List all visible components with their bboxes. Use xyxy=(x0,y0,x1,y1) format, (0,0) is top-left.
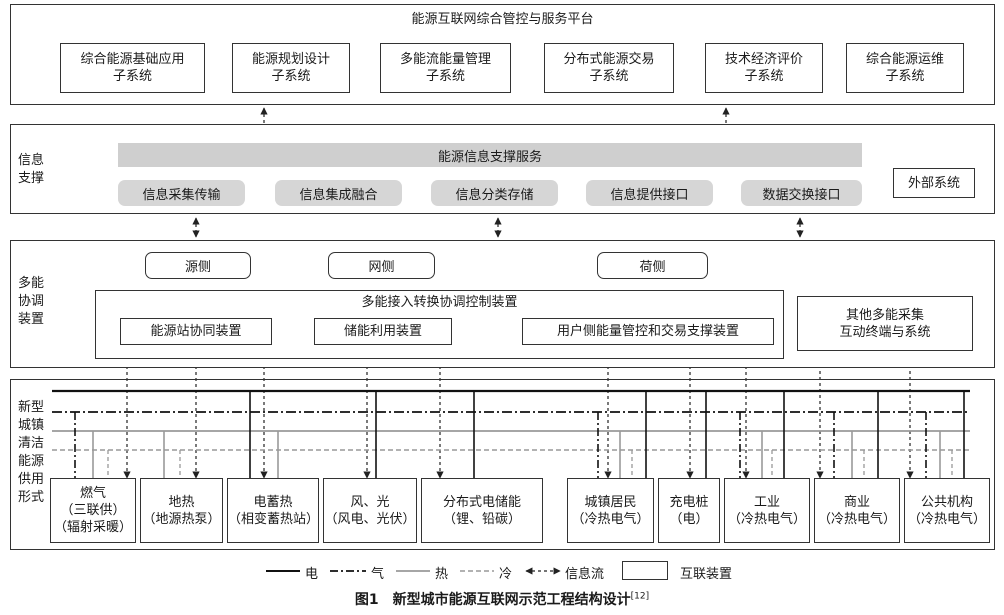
multi-energy-control-title: 多能接入转换协调控制装置 xyxy=(361,295,518,310)
form-title: 燃气 xyxy=(79,486,106,501)
info-item-storage[interactable]: 信息分类存储 xyxy=(431,180,558,206)
energy-station-coord-device[interactable]: 能源站协同装置 xyxy=(120,318,272,345)
legend-heat: 热 xyxy=(435,567,449,582)
form-detail: （电） xyxy=(669,511,709,527)
info-flow-mid-arrows xyxy=(192,217,804,238)
load-side-box[interactable]: 荷侧 xyxy=(597,252,708,279)
form-title: 风、光 xyxy=(350,494,390,510)
subsystem-suffix: 子系统 xyxy=(744,69,784,84)
form-title: 分布式电储能 xyxy=(442,494,521,510)
subsystem-name: 能源规划设计 xyxy=(251,52,330,67)
subsystem-suffix: 子系统 xyxy=(271,69,311,84)
form-commerce[interactable]: 商业 （冷热电气） xyxy=(814,478,900,543)
subsystem-suffix: 子系统 xyxy=(589,69,629,84)
legend-device: 互联装置 xyxy=(680,567,733,582)
subsystem-distributed-trading[interactable]: 分布式能源交易 子系统 xyxy=(544,43,674,93)
form-title: 地热 xyxy=(168,494,195,510)
subsystem-basic-application[interactable]: 综合能源基础应用 子系统 xyxy=(60,43,205,93)
info-item-collection[interactable]: 信息采集传输 xyxy=(118,180,245,206)
storage-utilization-device[interactable]: 储能利用装置 xyxy=(314,318,452,345)
legend-device-swatch xyxy=(622,561,668,580)
bus-drops xyxy=(74,391,965,478)
form-title: 城镇居民 xyxy=(584,494,637,510)
subsystem-suffix: 子系统 xyxy=(885,69,925,84)
energy-forms-label: 新型城镇清洁能源供用形式 xyxy=(18,400,45,505)
form-detail: （冷热电气） xyxy=(817,511,896,527)
form-detail: （风电、光伏） xyxy=(324,511,416,527)
form-detail: （地源热泵） xyxy=(142,511,221,527)
form-public-institution[interactable]: 公共机构 （冷热电气） xyxy=(904,478,990,543)
form-detail: （三联供） xyxy=(60,503,126,518)
figure-caption: 图1 新型城市能源互联网示范工程结构设计[12] xyxy=(0,589,1004,609)
subsystem-name: 多能流能量管理 xyxy=(399,52,491,67)
energy-buses xyxy=(52,389,970,451)
info-item-integration[interactable]: 信息集成融合 xyxy=(275,180,402,206)
legend-electric: 电 xyxy=(305,567,319,582)
subsystem-name: 综合能源基础应用 xyxy=(80,52,185,67)
form-wind-solar[interactable]: 风、光 （风电、光伏） xyxy=(323,478,417,543)
subsystem-multi-energy-management[interactable]: 多能流能量管理 子系统 xyxy=(380,43,511,93)
form-title: 电蓄热 xyxy=(253,494,293,510)
form-title: 公共机构 xyxy=(920,494,973,510)
grid-side-box[interactable]: 网侧 xyxy=(328,252,435,279)
form-charging-pile[interactable]: 充电桩 （电） xyxy=(658,478,720,543)
form-distributed-storage[interactable]: 分布式电储能 （锂、铅碳） xyxy=(421,478,543,543)
energy-forms-panel xyxy=(10,379,995,550)
subsystem-suffix: 子系统 xyxy=(112,69,152,84)
external-system-box[interactable]: 外部系统 xyxy=(893,168,975,198)
form-title: 商业 xyxy=(843,494,870,510)
info-flow-bottom-arrows xyxy=(123,347,914,479)
subsystem-name: 技术经济评价 xyxy=(724,52,803,67)
form-detail: （辐射采暖） xyxy=(53,520,132,535)
form-residents[interactable]: 城镇居民 （冷热电气） xyxy=(567,478,654,543)
subsystem-operations[interactable]: 综合能源运维 子系统 xyxy=(846,43,964,93)
subsystem-name: 综合能源运维 xyxy=(865,52,944,67)
form-industry[interactable]: 工业 （冷热电气） xyxy=(724,478,810,543)
other-terminal-line1: 其他多能采集 xyxy=(845,307,924,323)
source-side-box[interactable]: 源侧 xyxy=(145,252,251,279)
coordination-label: 多能协调装置 xyxy=(18,276,45,327)
subsystem-suffix: 子系统 xyxy=(425,69,465,84)
info-item-interface[interactable]: 信息提供接口 xyxy=(586,180,713,206)
form-electric-heat-storage[interactable]: 电蓄热 （相变蓄热站） xyxy=(227,478,319,543)
legend-gas: 气 xyxy=(371,567,385,582)
info-support-label: 信息支撑 xyxy=(18,153,45,186)
subsystem-name: 分布式能源交易 xyxy=(563,52,655,67)
form-detail: （锂、铅碳） xyxy=(442,511,521,527)
form-title: 充电桩 xyxy=(669,494,709,510)
form-detail: （冷热电气） xyxy=(571,511,650,527)
subsystem-techno-economic[interactable]: 技术经济评价 子系统 xyxy=(705,43,823,93)
info-item-data-exchange[interactable]: 数据交换接口 xyxy=(741,180,862,206)
form-detail: （冷热电气） xyxy=(727,511,806,527)
other-terminal-line2: 互动终端与系统 xyxy=(839,324,931,340)
form-title: 工业 xyxy=(753,494,780,510)
legend-info-flow: 信息流 xyxy=(565,567,605,582)
platform-title: 能源互联网综合管控与服务平台 xyxy=(411,12,594,27)
form-detail: （冷热电气） xyxy=(907,511,986,527)
form-gas[interactable]: 燃气 （三联供） （辐射采暖） xyxy=(50,478,136,543)
caption-ref: [12] xyxy=(630,591,650,602)
user-side-control-device[interactable]: 用户侧能量管控和交易支撑装置 xyxy=(522,318,774,345)
form-geothermal[interactable]: 地热 （地源热泵） xyxy=(140,478,223,543)
subsystem-planning-design[interactable]: 能源规划设计 子系统 xyxy=(232,43,350,93)
legend-cold: 冷 xyxy=(499,567,513,582)
form-detail: （相变蓄热站） xyxy=(228,511,320,527)
other-terminal-box[interactable]: 其他多能采集 互动终端与系统 xyxy=(797,296,973,351)
caption-text: 图1 新型城市能源互联网示范工程结构设计 xyxy=(354,592,631,608)
info-service-bar: 能源信息支撑服务 xyxy=(118,143,862,167)
